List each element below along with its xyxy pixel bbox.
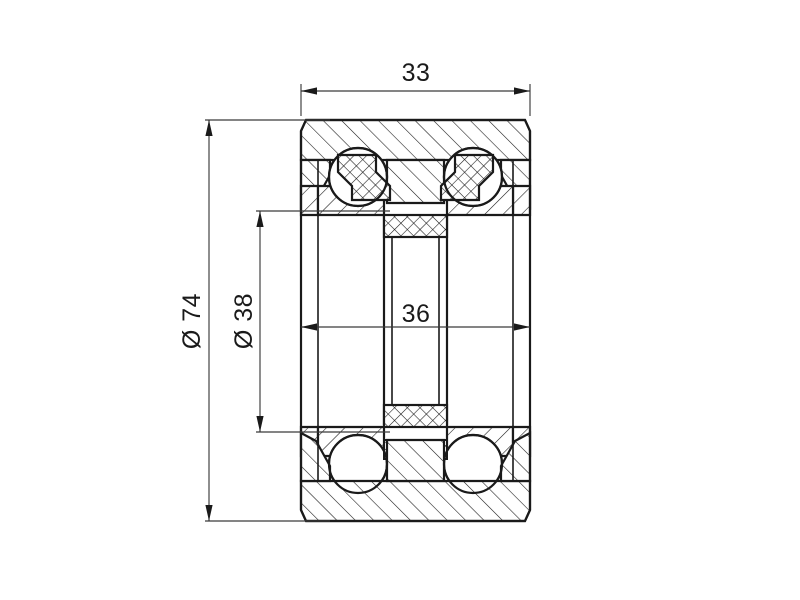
dimension-74: Ø 74 [178, 119, 330, 522]
dimension-layer: 33 Ø 74 Ø 38 36 [178, 59, 531, 522]
dimension-33: 33 [300, 59, 531, 116]
spacer-bottom [382, 403, 449, 429]
outer-ring-bottom [299, 431, 532, 523]
seal-top-left [336, 153, 392, 202]
dimension-36: 36 [301, 300, 530, 331]
dimension-38: Ø 38 [230, 210, 390, 433]
outer-ring-bottom-center-land [385, 438, 446, 483]
dimension-label-74: Ø 74 [178, 293, 206, 349]
outer-ring-top-band [299, 118, 532, 162]
inner-ring-top-right [511, 184, 532, 217]
bore-walls [382, 213, 449, 429]
ball-bottom-left-outline [327, 433, 389, 495]
dimension-label-33: 33 [402, 59, 431, 87]
ball-bottom-right-outline [442, 433, 504, 495]
outer-silhouette [299, 118, 532, 523]
outer-ring-top-center-land [385, 158, 446, 205]
spacer-top [382, 213, 449, 239]
seal-top-right [439, 153, 495, 202]
ball-top-left-outline [327, 146, 389, 208]
dimension-label-38: Ø 38 [230, 293, 258, 349]
ball-top-right-outline [442, 146, 504, 208]
dimension-label-36: 36 [402, 300, 431, 328]
bearing-body [299, 118, 532, 523]
outer-ring-bottom-band [299, 479, 532, 523]
